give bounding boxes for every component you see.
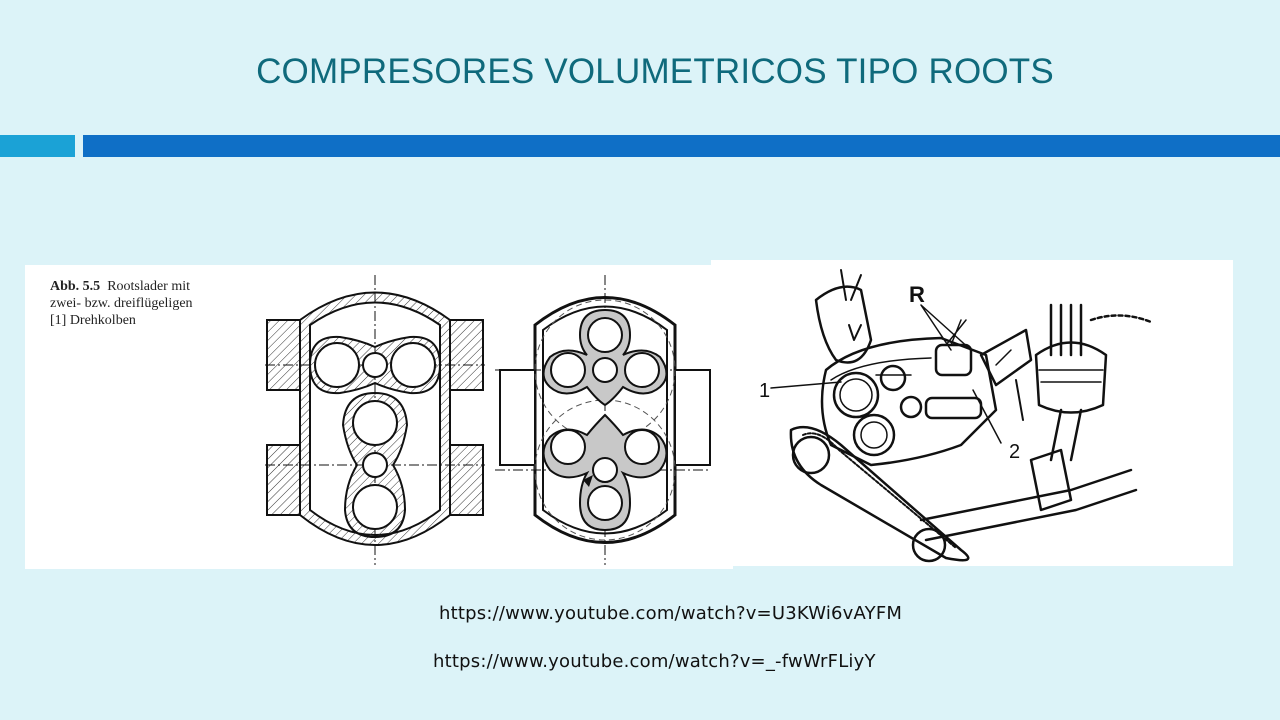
video-link-2[interactable]: https://www.youtube.com/watch?v=_-fwWrFL… bbox=[433, 651, 876, 672]
title-accent-bar bbox=[83, 135, 1280, 157]
three-lobe-rotor-drawing bbox=[495, 275, 715, 565]
label-2: 2 bbox=[1009, 441, 1020, 463]
video-link-1[interactable]: https://www.youtube.com/watch?v=U3KWi6vA… bbox=[439, 603, 903, 624]
roots-rotor-diagram: Abb. 5.5 Rootslader mit zwei- bzw. dreif… bbox=[25, 265, 733, 569]
two-lobe-rotor-drawing bbox=[265, 275, 485, 565]
label-1: 1 bbox=[759, 380, 770, 402]
slide-title: COMPRESORES VOLUMETRICOS TIPO ROOTS bbox=[256, 52, 1054, 91]
supercharger-sketch: R 1 2 bbox=[711, 260, 1233, 566]
caption-line2: zwei- bzw. dreiflügeligen bbox=[50, 296, 193, 311]
figure-caption: Abb. 5.5 Rootslader mit zwei- bzw. dreif… bbox=[50, 278, 250, 329]
caption-line3: [1] Drehkolben bbox=[50, 313, 136, 328]
caption-label: Abb. 5.5 bbox=[50, 279, 101, 294]
title-accent-bar-small bbox=[0, 135, 75, 157]
label-r: R bbox=[909, 282, 925, 307]
supercharger-drawing: R 1 2 bbox=[759, 269, 1153, 563]
caption-line1: Rootslader mit bbox=[107, 279, 191, 294]
